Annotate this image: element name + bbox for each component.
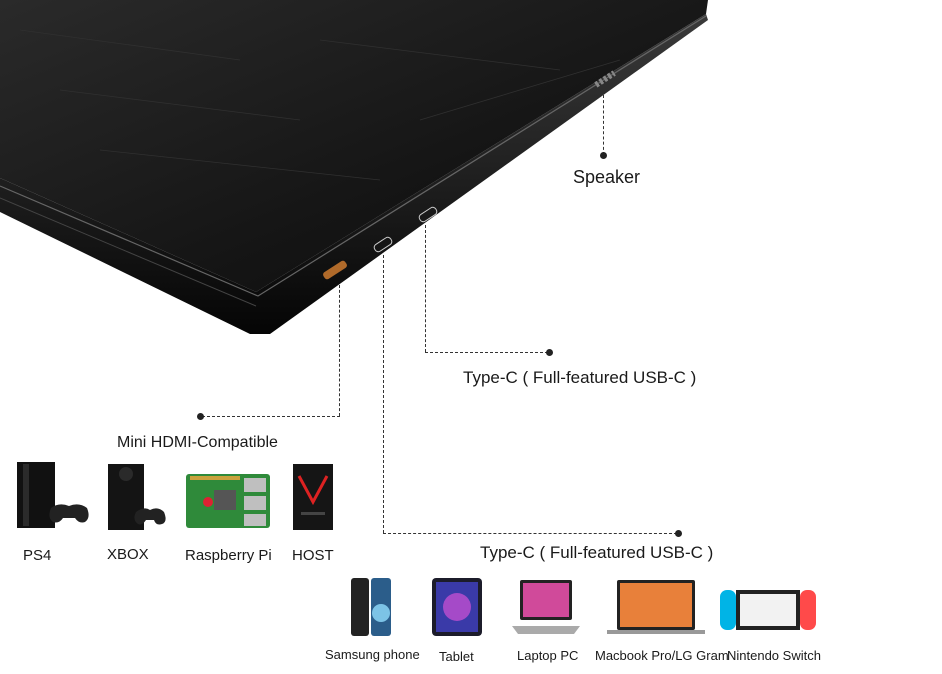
speaker-label: Speaker bbox=[573, 167, 641, 187]
hdmi-label: Mini HDMI-Compatible bbox=[117, 434, 278, 451]
samsung-phone-label: Samsung phone bbox=[325, 647, 420, 662]
usbc-bottom-label: Type-C ( Full-featured USB-C ) bbox=[480, 543, 714, 562]
macbook-icon bbox=[605, 578, 707, 638]
xbox-console-icon bbox=[106, 462, 168, 532]
ps4-console-icon bbox=[15, 460, 90, 532]
raspberry-pi-label: Raspberry Pi bbox=[185, 547, 272, 564]
usbc-top-leader-horizontal bbox=[425, 352, 548, 353]
hdmi-leader-horizontal bbox=[202, 416, 340, 417]
smartphone-icon bbox=[349, 577, 393, 637]
ps4-label: PS4 bbox=[23, 547, 52, 564]
speaker-leader-line bbox=[603, 95, 604, 155]
tablet-label: Tablet bbox=[439, 649, 474, 664]
hdmi-leader-vertical bbox=[339, 285, 340, 416]
desktop-tower-icon bbox=[291, 462, 335, 532]
hdmi-dot bbox=[197, 413, 204, 420]
usbc-bottom-leader-vertical bbox=[383, 255, 384, 533]
usbc-bottom-leader-horizontal bbox=[383, 533, 677, 534]
tablet-icon bbox=[430, 576, 484, 638]
laptop-icon bbox=[510, 578, 582, 638]
nintendo-switch-label: Nintendo Switch bbox=[727, 648, 821, 663]
xbox-label: XBOX bbox=[107, 546, 149, 563]
usbc-bottom-dot bbox=[675, 530, 682, 537]
raspberry-pi-board-icon bbox=[184, 472, 272, 530]
usbc-top-leader-vertical bbox=[425, 225, 426, 352]
usbc-top-dot bbox=[546, 349, 553, 356]
nintendo-switch-icon bbox=[718, 588, 818, 632]
speaker-dot bbox=[600, 152, 607, 159]
laptop-pc-label: Laptop PC bbox=[517, 648, 579, 663]
host-label: HOST bbox=[292, 547, 334, 564]
macbook-label: Macbook Pro/LG Gram bbox=[595, 648, 729, 663]
usbc-top-label: Type-C ( Full-featured USB-C ) bbox=[463, 368, 697, 387]
